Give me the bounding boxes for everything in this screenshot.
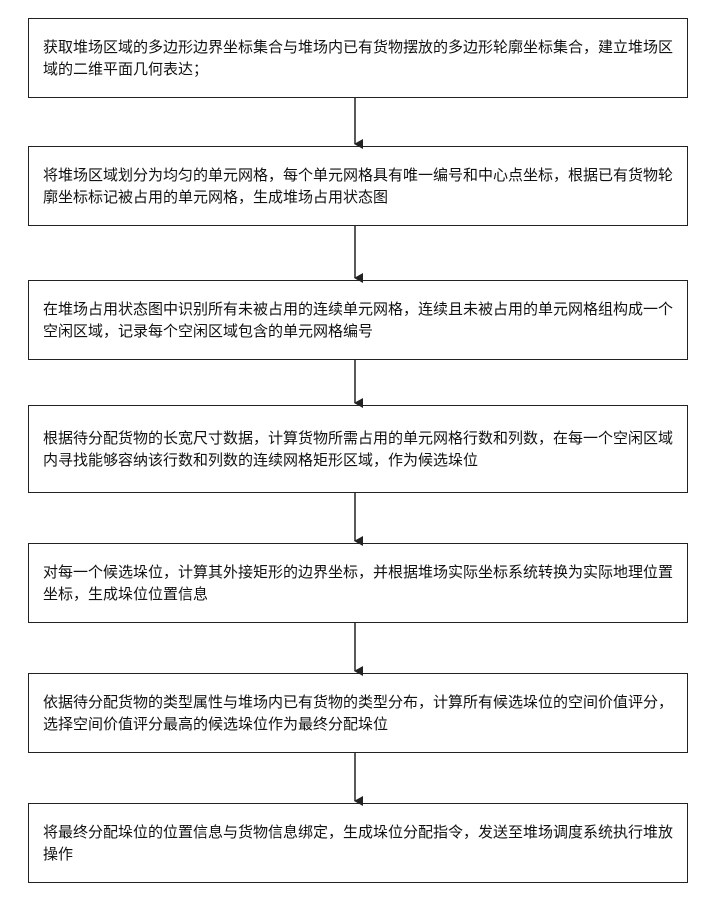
step-text-2: 将堆场区域划分为均匀的单元网格，每个单元网格具有唯一编号和中心点坐标，根据已有货… — [43, 164, 673, 208]
step-text-7: 将最终分配垛位的位置信息与货物信息绑定，生成垛位分配指令，发送至堆场调度系统执行… — [43, 821, 673, 865]
step-box-7: 将最终分配垛位的位置信息与货物信息绑定，生成垛位分配指令，发送至堆场调度系统执行… — [28, 803, 688, 883]
step-text-3: 在堆场占用状态图中识别所有未被占用的连续单元网格，连续且未被占用的单元网格组构成… — [43, 298, 673, 342]
step-box-6: 依据待分配货物的类型属性与堆场内已有货物的类型分布，计算所有候选垛位的空间价值评… — [28, 673, 688, 753]
step-box-3: 在堆场占用状态图中识别所有未被占用的连续单元网格，连续且未被占用的单元网格组构成… — [28, 280, 688, 360]
step-box-4: 根据待分配货物的长宽尺寸数据，计算货物所需占用的单元网格行数和列数，在每一个空闲… — [28, 405, 688, 493]
step-box-1: 获取堆场区域的多边形边界坐标集合与堆场内已有货物摆放的多边形轮廓坐标集合，建立堆… — [28, 18, 688, 98]
step-box-2: 将堆场区域划分为均匀的单元网格，每个单元网格具有唯一编号和中心点坐标，根据已有货… — [28, 146, 688, 226]
step-text-5: 对每一个候选垛位，计算其外接矩形的边界坐标，并根据堆场实际坐标系统转换为实际地理… — [43, 561, 673, 605]
step-text-4: 根据待分配货物的长宽尺寸数据，计算货物所需占用的单元网格行数和列数，在每一个空闲… — [43, 427, 673, 471]
step-box-5: 对每一个候选垛位，计算其外接矩形的边界坐标，并根据堆场实际坐标系统转换为实际地理… — [28, 543, 688, 623]
step-text-1: 获取堆场区域的多边形边界坐标集合与堆场内已有货物摆放的多边形轮廓坐标集合，建立堆… — [43, 36, 673, 80]
step-text-6: 依据待分配货物的类型属性与堆场内已有货物的类型分布，计算所有候选垛位的空间价值评… — [43, 691, 673, 735]
